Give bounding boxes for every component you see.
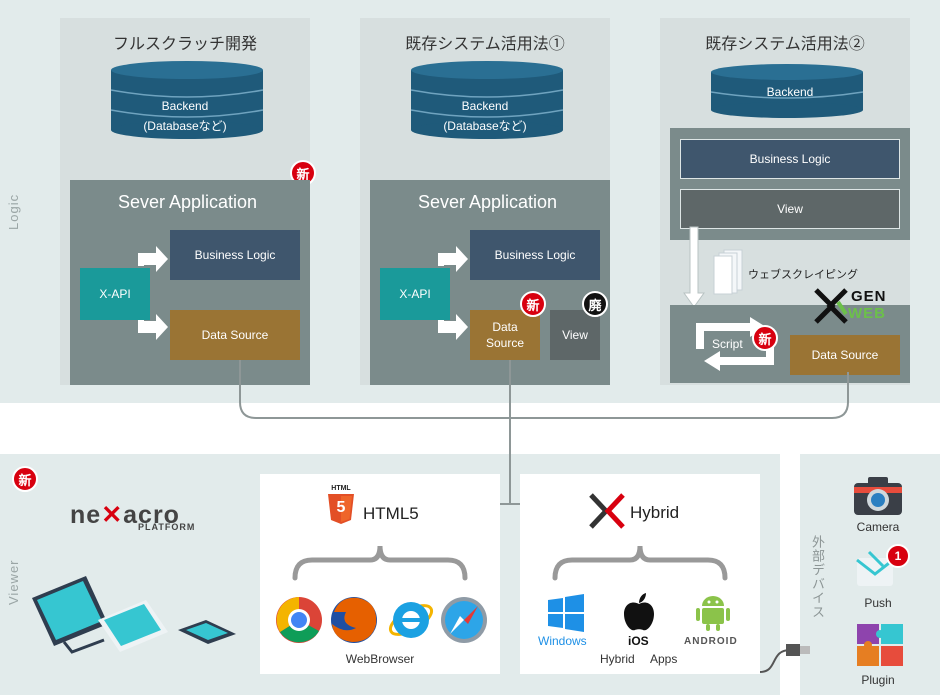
webbrowser-caption: WebBrowser: [345, 652, 415, 666]
new-badge: 新: [752, 325, 778, 351]
scraping-label: ウェブスクレイピング: [748, 269, 858, 281]
business-logic-box: Business Logic: [680, 139, 900, 179]
html5-panel: HTML 5 HTML5 WebBrowser: [260, 474, 500, 674]
view-box: View: [680, 189, 900, 229]
data-source-box: Data Source: [790, 335, 900, 375]
android-icon: [696, 596, 730, 631]
phone-icon: [178, 620, 236, 644]
cycle-arrows-icon: [696, 317, 774, 371]
plugin-label: Plugin: [861, 673, 895, 687]
x-api-box: X-API: [80, 268, 150, 320]
windows-label: Windows: [538, 634, 587, 648]
arrow-icons: [138, 246, 168, 340]
hybrid-caption-2: Apps: [650, 652, 678, 666]
hybrid-panel: Hybrid Windows iOS ANDROID Hybrid Apps: [520, 474, 760, 674]
server-title: Sever Application: [117, 192, 258, 212]
push-label: Push: [864, 596, 892, 610]
column-existing-1: 既存システム活用法① Backend (Databaseなど) Sever Ap…: [360, 18, 610, 385]
monitor-icon: [32, 576, 108, 654]
ios-label: iOS: [628, 634, 649, 648]
puzzle-icon: [857, 624, 903, 666]
html5-shield-icon: [328, 494, 354, 524]
tablet-icon: [98, 600, 168, 652]
column-title: フルスクラッチ開発: [112, 36, 257, 53]
genweb-text-bottom: WEB: [848, 305, 886, 322]
html5-number: 5: [336, 499, 346, 516]
brace-icon: [292, 545, 468, 581]
hybrid-caption-1: Hybrid: [600, 652, 635, 666]
data-source-box: Data Source: [170, 310, 300, 360]
platform-label: PLATFORM: [138, 522, 196, 532]
backend-label: Backend (Databaseなど): [443, 99, 527, 133]
html5-title: HTML5: [363, 504, 419, 523]
database-icon: [410, 61, 564, 139]
deprecated-badge: 廃: [582, 291, 608, 317]
device-illustrations: [32, 576, 236, 654]
hybrid-title: Hybrid: [630, 503, 680, 522]
arrow-icons: [438, 246, 468, 340]
push-count-badge: 1: [886, 544, 910, 568]
push-icon: [856, 550, 894, 586]
backend-label: Backend: [766, 85, 814, 99]
documents-icon: [713, 249, 743, 295]
usb-plug-icon: [786, 644, 810, 656]
chrome-icon: [276, 597, 322, 643]
x-mark-icon: ✕: [101, 501, 124, 529]
genweb-text-top: GEN: [851, 288, 887, 305]
column-full-scratch: フルスクラッチ開発 Backend (Databaseなど) 新 Sever A…: [60, 18, 316, 385]
down-arrow-icon: [683, 226, 705, 308]
camera-icon: [854, 477, 902, 515]
windows-icon: [548, 594, 584, 632]
safari-icon: [441, 597, 487, 643]
apple-icon: [624, 593, 654, 631]
ie-icon: [388, 602, 434, 638]
nexacro-logo: ne✕acro: [70, 501, 180, 529]
devices-label: 外部デバイス: [810, 535, 825, 619]
firefox-icon: [331, 597, 377, 643]
genweb-logo: [814, 288, 848, 324]
column-existing-2: 既存システム活用法② Backend Business Logic View ウ…: [660, 18, 910, 385]
hybrid-logo-icon: [589, 493, 625, 529]
business-logic-box: Business Logic: [470, 230, 600, 280]
business-logic-box: Business Logic: [170, 230, 300, 280]
android-label: ANDROID: [684, 636, 738, 647]
backend-label: Backend (Databaseなど): [143, 99, 227, 133]
view-box: View: [550, 310, 600, 360]
html-tag: HTML: [331, 485, 351, 492]
x-api-box: X-API: [380, 268, 450, 320]
script-label: Script: [712, 337, 743, 351]
data-source-box: Data Source: [470, 310, 540, 360]
database-icon: [110, 61, 264, 139]
brace-icon: [552, 545, 728, 581]
viewer-new-badge: 新: [12, 466, 38, 492]
server-title: Sever Application: [417, 192, 558, 212]
column-title: 既存システム活用法②: [705, 36, 865, 53]
new-badge: 新: [520, 291, 546, 317]
column-title: 既存システム活用法①: [405, 36, 565, 53]
browser-icons: [276, 597, 487, 643]
database-icon: [710, 64, 864, 118]
camera-label: Camera: [856, 520, 900, 534]
